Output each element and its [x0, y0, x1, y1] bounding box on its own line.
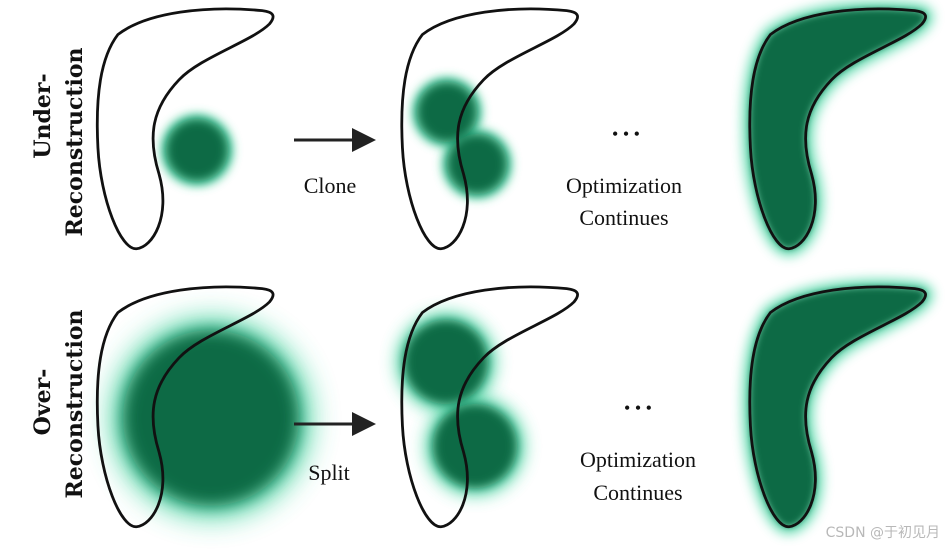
optimization-label-line2: Continues: [579, 205, 668, 230]
split-label: Split: [308, 460, 350, 485]
under-cloned-state: [400, 7, 579, 251]
optimization-label-line1: Optimization: [566, 173, 682, 198]
gaussian: [404, 320, 488, 404]
row-label-under-line2: Reconstruction: [62, 47, 88, 236]
gaussian: [166, 119, 228, 181]
row-label-over: Over- Reconstruction: [30, 309, 88, 498]
under-final-state: [750, 9, 926, 249]
ellipsis: • • •: [624, 398, 652, 418]
gaussian: [433, 404, 517, 488]
over-initial-state: [95, 285, 311, 529]
ellipsis: • • •: [612, 124, 640, 144]
row-label-over-line2: Reconstruction: [62, 309, 88, 498]
clone-label: Clone: [304, 173, 357, 198]
optimization-label-line1: Optimization: [580, 447, 696, 472]
gaussian: [123, 330, 299, 506]
watermark: CSDN @于初见月: [826, 524, 940, 541]
split-arrow-head: [352, 412, 376, 436]
over-final-state: [750, 287, 926, 527]
optimization-label-line2: Continues: [593, 480, 682, 505]
gaussian: [417, 82, 477, 142]
over-split-state: [396, 285, 579, 529]
row-label-over-line1: Over-: [30, 369, 56, 436]
gaussian: [447, 134, 507, 194]
row-label-under-line1: Under-: [30, 73, 56, 158]
under-initial-state: [95, 7, 275, 251]
clone-arrow-head: [352, 128, 376, 152]
row-label-under: Under- Reconstruction: [30, 47, 88, 236]
